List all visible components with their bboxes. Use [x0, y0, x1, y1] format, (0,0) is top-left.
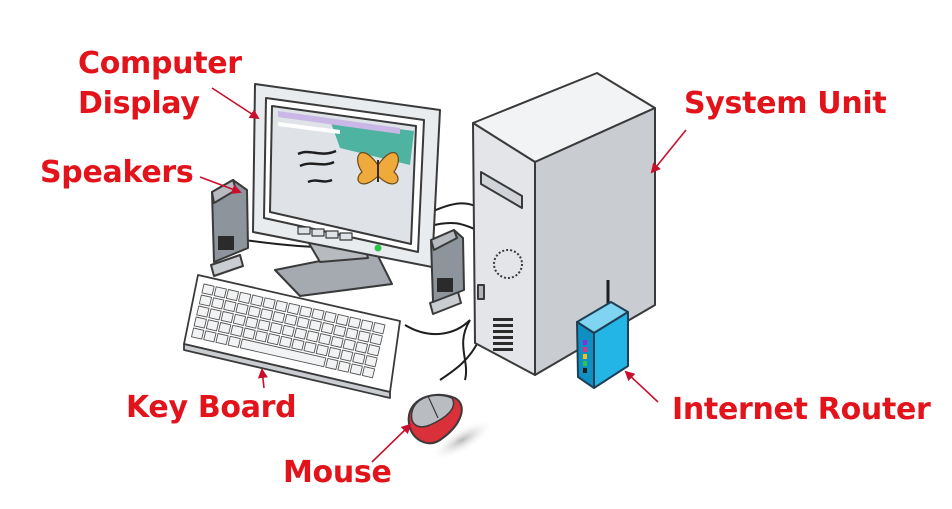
keyboard-key [220, 311, 234, 324]
keyboard-key [354, 341, 369, 354]
keyboard-key [254, 330, 268, 343]
label-key-board: Key Board [126, 390, 297, 425]
label-speakers: Speakers [40, 155, 194, 190]
keyboard-key [196, 305, 210, 318]
router-icon [576, 280, 629, 389]
keyboard-key [272, 311, 286, 324]
speaker-icon [210, 179, 249, 277]
keyboard-key [349, 363, 363, 376]
keyboard-keys [191, 283, 386, 379]
label-computer-display: Computer Display [78, 44, 242, 124]
keyboard-key [318, 333, 332, 346]
keyboard-key [232, 313, 247, 326]
label-computer-display-line2: Display [78, 86, 200, 121]
keyboard-key [342, 338, 356, 351]
keyboard-key [286, 302, 301, 315]
keyboard-key [266, 333, 281, 346]
keyboard-key [191, 327, 205, 340]
keyboard-key [198, 294, 213, 307]
keyboard-key [330, 335, 344, 348]
label-mouse: Mouse [283, 455, 392, 490]
computer-display-icon [252, 83, 441, 297]
label-system-unit: System Unit [684, 86, 887, 121]
keyboard-key [303, 341, 317, 354]
keyboard-key [311, 308, 325, 321]
keyboard-key [239, 338, 327, 368]
keyboard-key [205, 319, 220, 332]
keyboard-key [262, 297, 276, 310]
keyboard-key [284, 313, 298, 326]
keyboard-key [345, 327, 359, 340]
keyboard-key [320, 322, 335, 335]
speaker-icon [429, 229, 465, 315]
keyboard-key [357, 330, 371, 343]
keyboard-key [333, 324, 347, 337]
keyboard-key [269, 322, 283, 335]
keyboard-key [227, 335, 241, 348]
keyboard-key [238, 291, 252, 304]
keyboard-key [223, 300, 237, 313]
keyboard-key [281, 324, 295, 337]
keyboard-key [299, 305, 313, 318]
keyboard-key [245, 316, 259, 329]
keyboard-key [315, 344, 329, 357]
router-status-lights [583, 340, 587, 373]
system-unit-icon [472, 72, 656, 376]
monitor-buttons [297, 226, 353, 241]
keyboard-key [347, 316, 362, 329]
mouse-icon [407, 393, 494, 461]
keyboard-key [218, 322, 232, 335]
keyboard-key [325, 357, 339, 370]
keyboard-key [235, 302, 249, 315]
keyboard-key [327, 346, 342, 359]
keyboard-key [215, 333, 229, 346]
label-internet-router: Internet Router [672, 392, 931, 427]
keyboard-key [279, 335, 293, 348]
keyboard-key [257, 319, 271, 332]
keyboard-key [296, 316, 310, 329]
keyboard-key [323, 311, 337, 324]
keyboard-key [293, 327, 308, 340]
keyboard-key [242, 327, 256, 340]
keyboard-key [372, 322, 386, 335]
keyboard-key [340, 349, 354, 362]
keyboard-key [211, 297, 225, 310]
keyboard-key [259, 308, 274, 321]
keyboard-key [367, 344, 381, 357]
keyboard-key [230, 324, 244, 337]
keyboard-key [352, 352, 366, 365]
label-computer-display-line1: Computer [78, 46, 242, 81]
keyboard-key [193, 316, 207, 329]
keyboard-key [335, 313, 349, 326]
keyboard-key [201, 283, 215, 296]
keyboard-key [213, 286, 227, 299]
keyboard-key [360, 319, 374, 332]
keyboard-key [364, 355, 378, 368]
keyboard-key [308, 319, 322, 332]
keyboard-key [250, 294, 264, 307]
keyboard-key [203, 330, 217, 343]
keyboard-key [361, 366, 376, 379]
keyboard-key [208, 308, 222, 321]
keyboard-key [247, 305, 261, 318]
callout-arrows [199, 87, 687, 463]
keyboard-key [274, 300, 288, 313]
keyboard-icon [183, 274, 401, 399]
butterfly-icon [357, 151, 399, 185]
keyboard-key [369, 333, 383, 346]
tower-vent [493, 318, 513, 351]
keyboard-key [225, 289, 240, 302]
keyboard-key [306, 330, 320, 343]
keyboard-key [337, 360, 351, 373]
keyboard-key [291, 338, 305, 351]
